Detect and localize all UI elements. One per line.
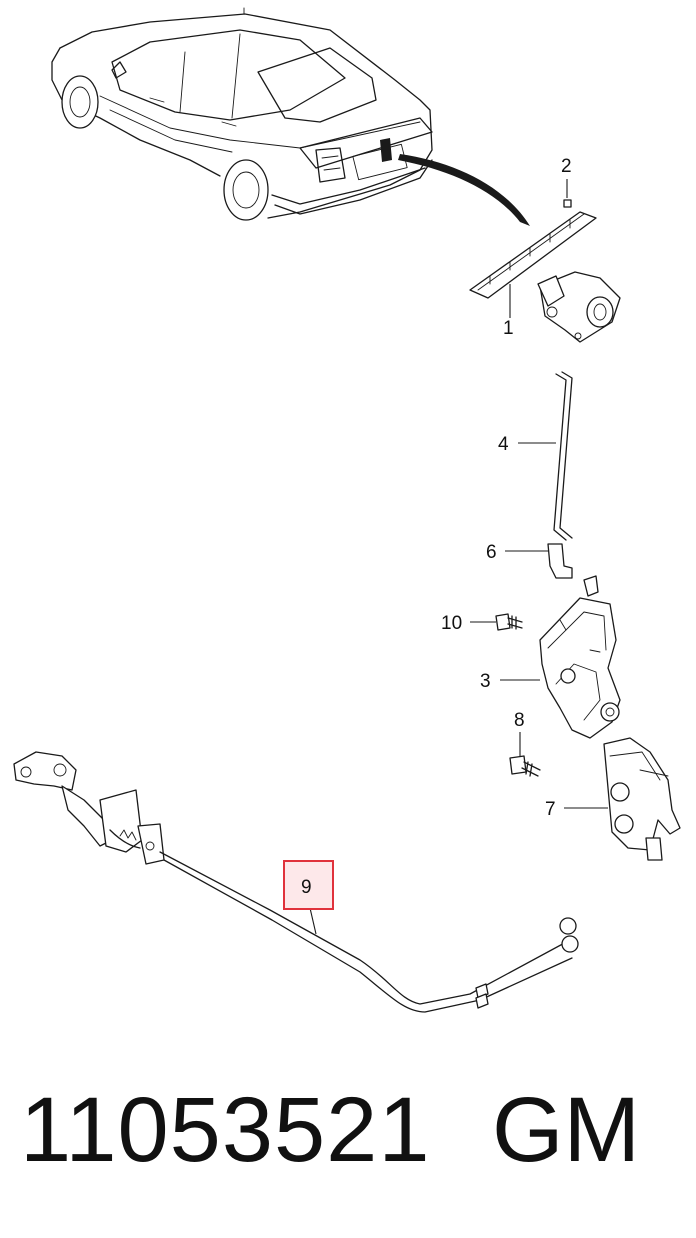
part-1-trunk-garnish [469, 211, 597, 318]
callout-7[interactable]: 7 [545, 799, 556, 820]
highlight-box [283, 860, 334, 910]
part-9-cable [159, 851, 579, 1013]
part-3-latch [500, 575, 621, 739]
callout-8[interactable]: 8 [514, 710, 525, 731]
callout-9[interactable]: 9 [301, 877, 312, 898]
callout-10[interactable]: 10 [441, 613, 462, 634]
part-8-bolt [509, 732, 541, 777]
lock-cylinder [537, 271, 621, 343]
callout-labels: 1 2 4 6 10 3 8 7 [441, 156, 572, 820]
car-illustration [51, 7, 530, 226]
brand-name: GM [492, 1079, 641, 1181]
part-number: 11053521 [20, 1079, 431, 1181]
part-6-clip [505, 543, 573, 579]
callout-9-highlight[interactable]: 9 [283, 860, 334, 910]
callout-4[interactable]: 4 [498, 434, 509, 455]
part-4-rod [518, 371, 573, 541]
part-10-bolt [470, 613, 523, 631]
callout-1[interactable]: 1 [503, 318, 514, 339]
callout-6[interactable]: 6 [486, 542, 497, 563]
part-7-striker [564, 737, 681, 861]
part-2-clip [563, 179, 572, 208]
callout-2[interactable]: 2 [561, 156, 572, 177]
callout-3[interactable]: 3 [480, 671, 491, 692]
release-lever-assembly [13, 751, 165, 865]
